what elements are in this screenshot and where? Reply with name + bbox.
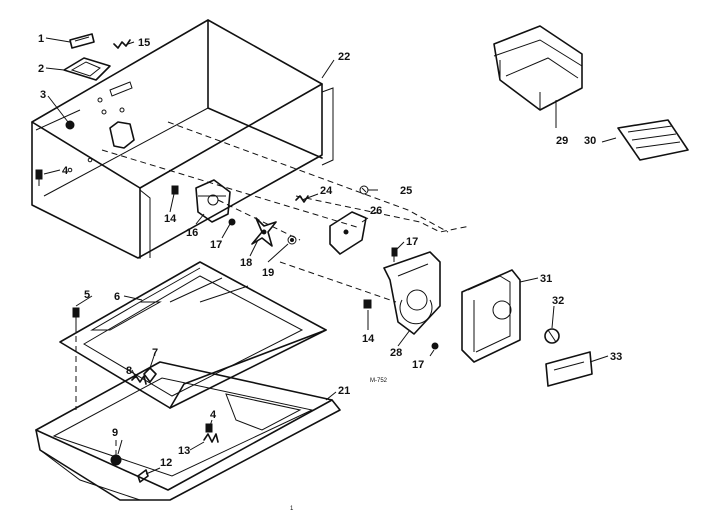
part-4-screw <box>35 169 43 186</box>
label-part-1: 1 <box>38 33 44 45</box>
part-33-nameplate <box>545 351 593 387</box>
part-32-knob <box>544 328 560 344</box>
label-part-22: 22 <box>338 51 350 63</box>
diagram-code: M-752 <box>370 378 388 384</box>
part-1-badge <box>69 33 95 49</box>
drain-tray <box>59 261 327 409</box>
part-17-screw-b <box>391 247 398 262</box>
part-15-spring <box>113 39 131 49</box>
cabinet-housing <box>31 19 334 259</box>
label-part-24: 24 <box>320 185 333 197</box>
label-part-15: 15 <box>138 37 150 49</box>
evaporator-cover <box>461 269 521 363</box>
label-part-2: 2 <box>38 63 44 75</box>
motor-shaft-line <box>217 199 301 241</box>
label-part-17-c: 17 <box>412 359 424 371</box>
label-part-30: 30 <box>584 135 596 147</box>
part-5-screw <box>72 307 80 326</box>
blower-housing <box>383 251 441 335</box>
alignment-line-upper <box>101 149 361 229</box>
part-14-grommet-a <box>171 185 179 195</box>
label-part-29: 29 <box>556 135 568 147</box>
label-part-8: 8 <box>126 365 132 377</box>
label-part-7: 7 <box>152 347 158 359</box>
label-part-17-b: 17 <box>406 236 418 248</box>
part-30-grille <box>617 119 689 161</box>
label-part-32: 32 <box>552 295 564 307</box>
label-part-26: 26 <box>370 205 382 217</box>
part-2-bracket <box>63 57 111 81</box>
label-part-3: 3 <box>40 89 46 101</box>
label-part-14-b: 14 <box>362 333 375 345</box>
fan-blade <box>251 217 277 247</box>
label-part-13: 13 <box>178 445 190 457</box>
base-pan <box>35 361 341 501</box>
alignment-line-lower <box>279 261 397 303</box>
part-17-screw-c <box>431 342 439 350</box>
part-17-screw-a <box>228 218 236 226</box>
label-part-4-b: 4 <box>210 409 217 421</box>
leader-lines <box>43 37 617 475</box>
part-7-clip <box>143 367 157 383</box>
part-12-screw <box>137 469 149 483</box>
label-part-18: 18 <box>240 257 252 269</box>
bottom-mark: 1 <box>290 506 294 512</box>
part-24-spring-clip <box>295 195 309 203</box>
label-part-21: 21 <box>338 385 350 397</box>
label-part-17-a: 17 <box>210 239 222 251</box>
label-part-33: 33 <box>610 351 622 363</box>
label-part-25: 25 <box>400 185 412 197</box>
part-29-rack <box>493 25 583 111</box>
part-8-spring <box>131 375 147 385</box>
part-13-spring <box>203 433 219 443</box>
label-part-31: 31 <box>540 273 552 285</box>
part-25-screw <box>359 185 369 195</box>
part-9-foot <box>110 454 122 466</box>
label-part-5: 5 <box>84 289 90 301</box>
part-26-damper-plate <box>329 211 367 255</box>
part-3-screw <box>65 120 75 130</box>
alignment-line-top <box>167 121 449 233</box>
motor-assembly <box>195 179 231 223</box>
label-part-16: 16 <box>186 227 198 239</box>
part-14-grommet-b <box>363 299 372 309</box>
label-part-12: 12 <box>160 457 172 469</box>
label-part-9: 9 <box>112 427 118 439</box>
alignment-line-right <box>295 195 471 233</box>
label-part-14-a: 14 <box>164 213 177 225</box>
label-part-28: 28 <box>390 347 402 359</box>
part-4b-screw <box>205 423 213 433</box>
label-part-4: 4 <box>62 165 69 177</box>
label-part-19: 19 <box>262 267 274 279</box>
label-part-6: 6 <box>114 291 120 303</box>
